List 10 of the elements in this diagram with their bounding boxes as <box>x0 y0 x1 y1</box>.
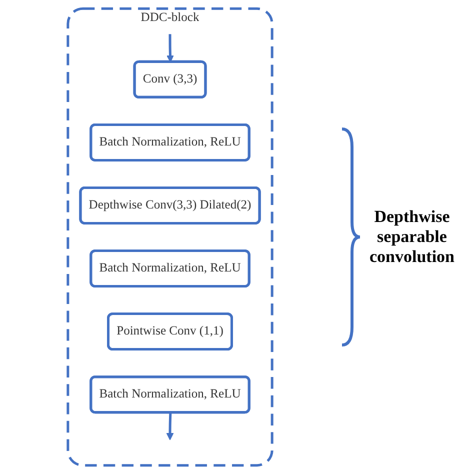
process-box: Batch Normalization, ReLU <box>90 376 250 414</box>
arrow <box>166 412 174 440</box>
process-box: Batch Normalization, ReLU <box>90 250 250 288</box>
process-box: Pointwise Conv (1,1) <box>107 312 233 351</box>
brace-label: Depthwise separable convolution <box>368 207 456 267</box>
process-box: Batch Normalization, ReLU <box>90 123 250 162</box>
process-box: Conv (3,3) <box>133 60 207 98</box>
arrow <box>166 34 174 62</box>
process-box: Depthwise Conv(3,3) Dilated(2) <box>79 186 261 224</box>
frame-title: DDC-block <box>140 11 200 25</box>
